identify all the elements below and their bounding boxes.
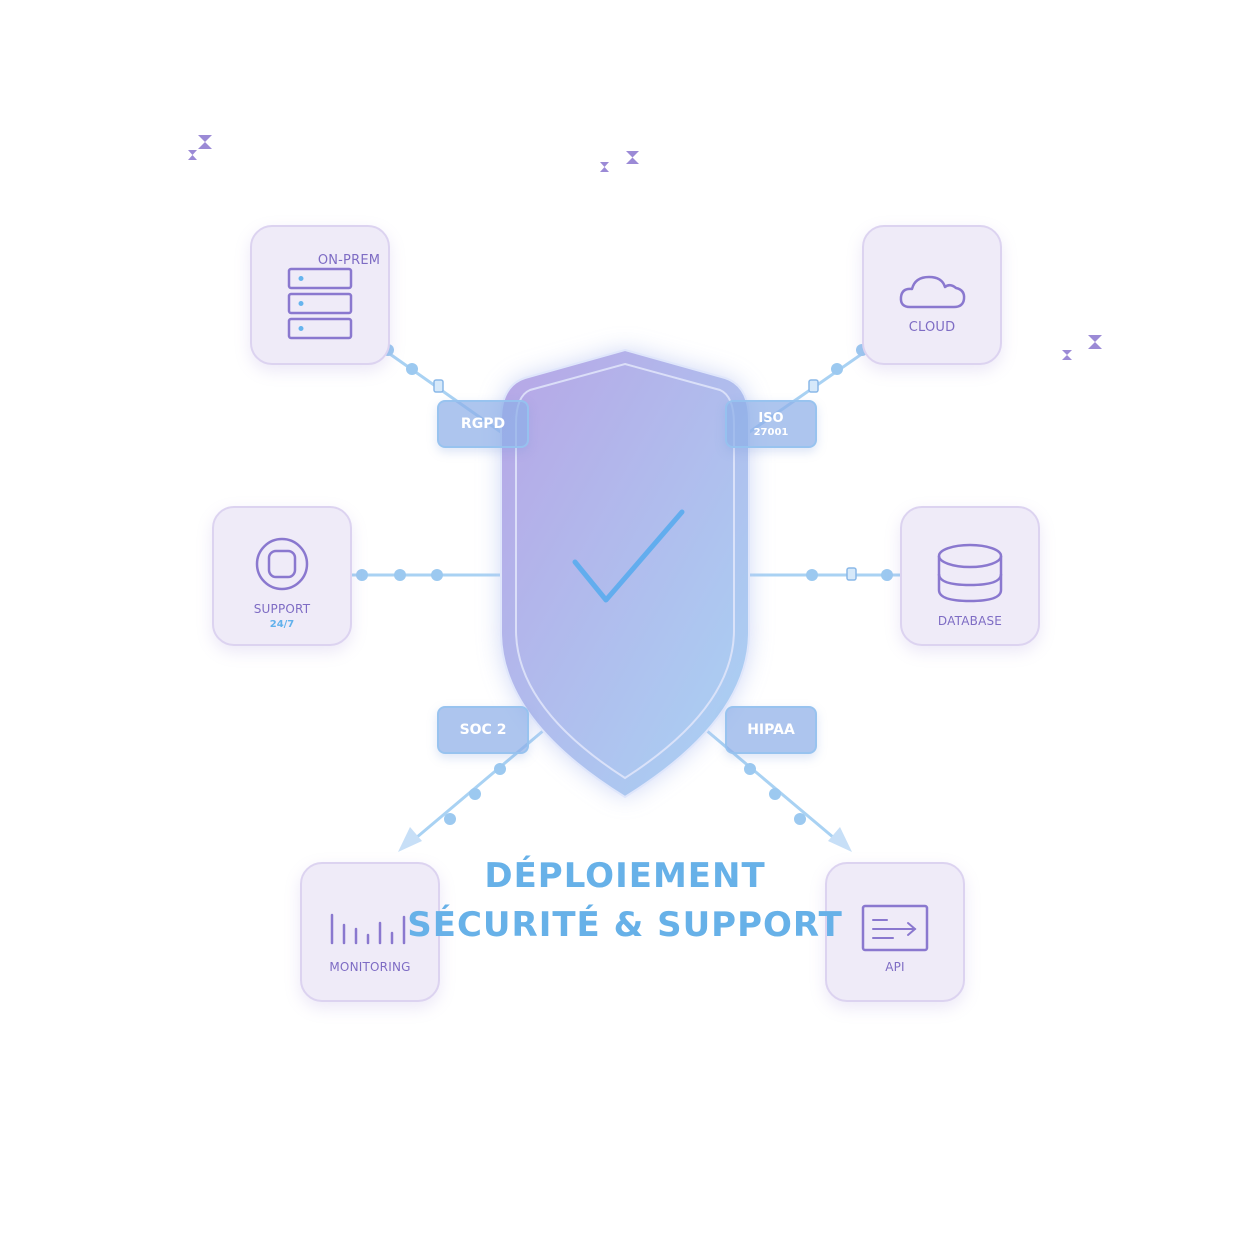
- node-monitoring-label: MONITORING: [302, 960, 438, 974]
- cloud-icon: [898, 271, 968, 311]
- badge-soc2: SOC 2: [437, 706, 529, 754]
- badge-soc2-label: SOC 2: [439, 708, 527, 752]
- badge-iso-label: ISO: [727, 411, 815, 427]
- sparkle-icon: [600, 151, 639, 172]
- badge-rgpd-label: RGPD: [439, 402, 527, 446]
- database-icon: [935, 542, 1005, 606]
- title-line-1: DÉPLOIEMENT: [0, 856, 1250, 896]
- server-stack-icon: [287, 267, 357, 343]
- node-support-sub: 24/7: [214, 619, 350, 630]
- badge-rgpd: RGPD: [437, 400, 529, 448]
- badge-hipaa: HIPAA: [725, 706, 817, 754]
- node-cloud: CLOUD: [862, 225, 1002, 365]
- node-database-label: DATABASE: [902, 614, 1038, 628]
- node-api-label: API: [827, 960, 963, 974]
- node-support-label: SUPPORT: [214, 602, 350, 616]
- node-on-prem: ON-PREM: [250, 225, 390, 365]
- badge-iso-sub: 27001: [727, 427, 815, 439]
- node-support: SUPPORT 24/7: [212, 506, 352, 646]
- sparkle-icon: [1062, 335, 1102, 360]
- title-line-2: SÉCURITÉ & SUPPORT: [0, 905, 1250, 945]
- node-database: DATABASE: [900, 506, 1040, 646]
- shield-check-icon: [501, 350, 749, 797]
- badge-hipaa-label: HIPAA: [727, 708, 815, 752]
- node-on-prem-label: ON-PREM: [314, 253, 384, 268]
- badge-iso-27001: ISO 27001: [725, 400, 817, 448]
- node-cloud-label: CLOUD: [864, 320, 1000, 335]
- sparkle-icon: [188, 135, 212, 160]
- support-ring-icon: [252, 534, 312, 594]
